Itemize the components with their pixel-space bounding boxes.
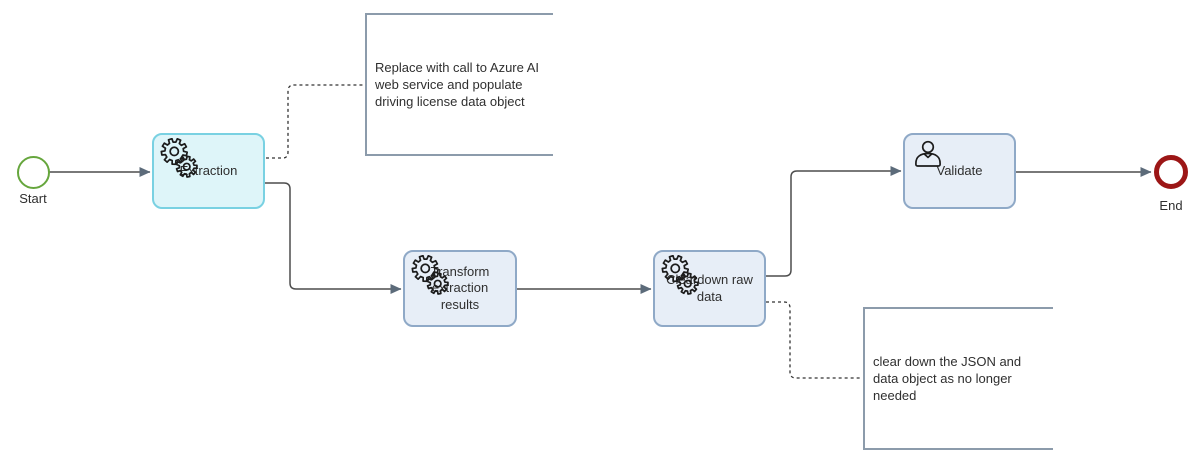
gears-icon [160, 138, 198, 178]
task-transform-label: Transform extraction results [430, 264, 490, 312]
end-event-circle[interactable] [1154, 155, 1188, 189]
start-event-circle[interactable] [17, 156, 50, 189]
association-extraction-to-annotation[interactable] [266, 84, 364, 159]
gears-icon [411, 255, 449, 295]
text-annotation-bottom[interactable]: clear down the JSON and data object as n… [863, 307, 1053, 450]
task-extraction[interactable]: Extraction [152, 133, 265, 209]
gears-icon [661, 255, 699, 295]
annotation-top-text: Replace with call to Azure AI web servic… [375, 59, 540, 110]
end-event-label: End [1159, 198, 1183, 213]
task-transform-extraction-results[interactable]: Transform extraction results [403, 250, 517, 327]
person-icon [915, 140, 941, 167]
flow-extraction-to-transform[interactable] [265, 182, 402, 294]
task-validate-label: Validate [936, 162, 983, 178]
annotation-bottom-text: clear down the JSON and data object as n… [873, 353, 1022, 404]
flow-cleardown-to-validate[interactable] [766, 166, 902, 277]
start-event-label: Start [19, 191, 47, 206]
task-validate[interactable]: Validate [903, 133, 1016, 209]
association-cleardown-to-annotation[interactable] [766, 301, 862, 379]
task-cleardown-raw-data[interactable]: Cleardown raw data [653, 250, 766, 327]
text-annotation-top[interactable]: Replace with call to Azure AI web servic… [365, 13, 553, 156]
